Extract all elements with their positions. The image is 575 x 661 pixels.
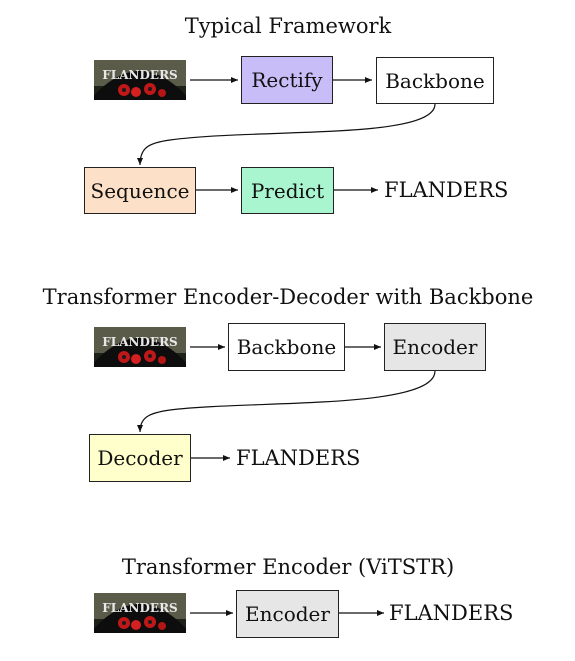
input-image-thumbnail: FLANDERS [94,593,186,633]
thumbnail-text: FLANDERS [102,68,177,82]
output-label: FLANDERS [236,446,361,470]
encoder-box: Encoder [384,323,486,371]
predict-box: Predict [241,167,334,214]
thumbnail-text: FLANDERS [102,335,177,349]
rectify-box: Rectify [241,56,333,104]
decoder-box: Decoder [89,434,191,482]
panel-title-vitstr: Transformer Encoder (ViTSTR) [121,555,455,579]
panel-title-typical-framework: Typical Framework [184,14,392,38]
arrow-encoder-to-decoder [137,370,436,433]
encoder-box: Encoder [236,590,339,638]
arrow-backbone-to-sequence [137,103,436,166]
thumbnail-text: FLANDERS [102,601,177,615]
output-label: FLANDERS [389,601,514,625]
output-label: FLANDERS [384,178,509,202]
input-image-thumbnail: FLANDERS [94,327,186,367]
input-image-thumbnail: FLANDERS [94,60,186,100]
backbone-box: Backbone [228,323,345,371]
sequence-box: Sequence [84,167,196,214]
panel-title-encoder-decoder: Transformer Encoder-Decoder with Backbon… [42,285,534,309]
backbone-box: Backbone [376,57,494,104]
